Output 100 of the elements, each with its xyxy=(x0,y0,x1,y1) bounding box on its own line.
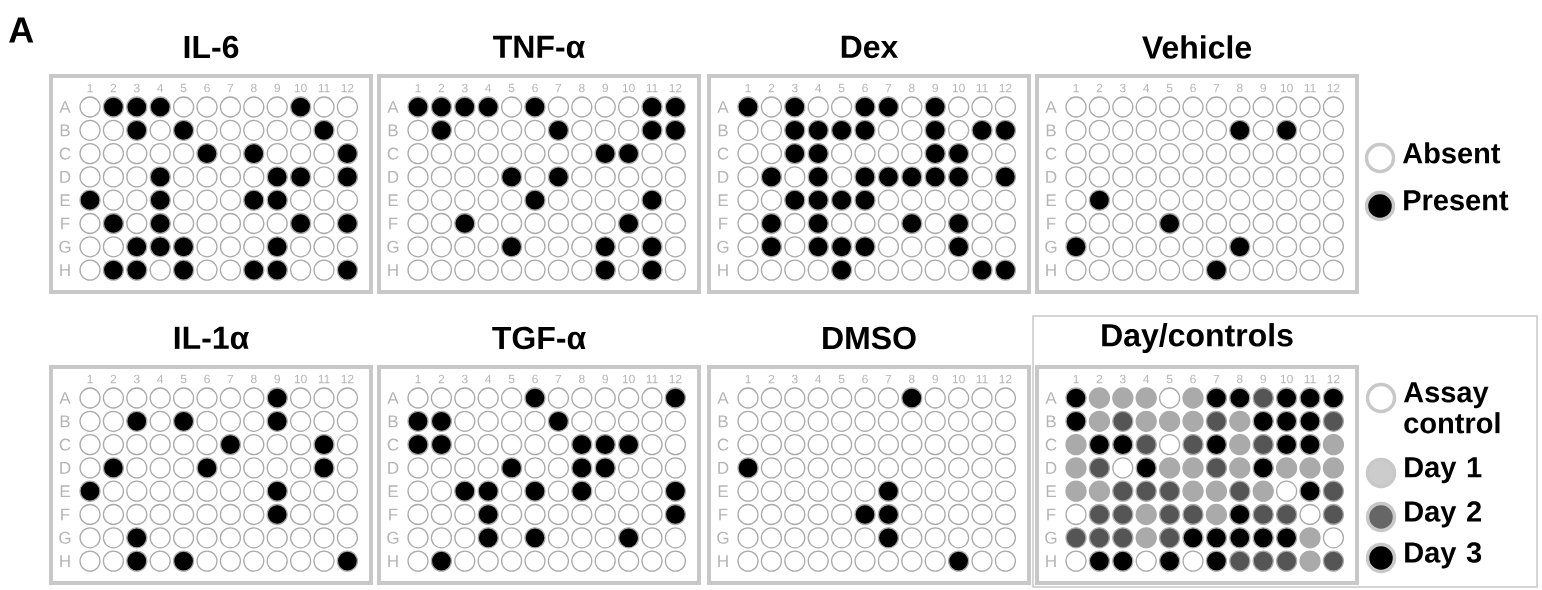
column-number: 3 xyxy=(133,374,140,384)
column-number: 1 xyxy=(745,374,751,384)
column-number: 8 xyxy=(579,83,585,93)
column-number: 8 xyxy=(909,374,915,384)
row-letter: A xyxy=(717,392,729,404)
row-letter: D xyxy=(388,171,399,183)
column-number: 7 xyxy=(227,83,234,93)
column-number: 9 xyxy=(932,83,938,93)
row-letter: H xyxy=(60,264,70,276)
column-number: 1 xyxy=(1073,374,1079,384)
row-letter: F xyxy=(61,217,70,230)
row-letter: F xyxy=(1047,508,1056,521)
row-letter: C xyxy=(387,438,399,451)
column-number: 7 xyxy=(885,83,892,93)
column-number: 10 xyxy=(952,374,965,384)
row-letter: C xyxy=(1045,438,1057,451)
column-number: 9 xyxy=(602,83,608,93)
row-letter: B xyxy=(60,124,70,137)
row-letter: E xyxy=(718,485,728,498)
legend-label: Present xyxy=(1404,190,1509,211)
column-number: 5 xyxy=(838,374,845,384)
column-number: 6 xyxy=(204,83,210,93)
column-number: 7 xyxy=(1213,83,1220,93)
row-letter: F xyxy=(61,508,70,521)
column-number: 9 xyxy=(1260,374,1266,384)
row-letter: E xyxy=(388,194,398,207)
row-letter: A xyxy=(59,392,71,404)
legend-label: Absent xyxy=(1402,142,1501,164)
row-letter: G xyxy=(59,531,71,544)
row-letter: F xyxy=(389,508,398,521)
column-number: 11 xyxy=(646,83,658,93)
node-label: Vehicle xyxy=(1142,35,1252,59)
column-number: 2 xyxy=(768,374,775,384)
column-number: 4 xyxy=(485,83,492,93)
column-number: 3 xyxy=(1119,83,1126,93)
row-letter: A xyxy=(717,101,729,113)
row-letter: H xyxy=(718,555,728,567)
row-letter: H xyxy=(1046,264,1056,276)
row-letter: H xyxy=(388,555,398,567)
column-number: 8 xyxy=(251,83,257,93)
column-number: 11 xyxy=(976,374,988,384)
column-number: 10 xyxy=(294,83,307,93)
column-number: 7 xyxy=(555,374,562,384)
column-number: 9 xyxy=(602,374,608,384)
column-number: 11 xyxy=(646,374,658,384)
column-number: 8 xyxy=(1237,83,1243,93)
row-letter: A xyxy=(387,392,399,404)
column-number: 4 xyxy=(157,83,164,93)
column-number: 5 xyxy=(180,83,187,93)
row-letter: C xyxy=(59,147,71,160)
row-letter: A xyxy=(59,101,71,113)
row-letter: C xyxy=(1045,147,1057,160)
column-number: 1 xyxy=(415,83,421,93)
column-number: 2 xyxy=(438,83,445,93)
column-number: 9 xyxy=(274,374,280,384)
column-number: 11 xyxy=(318,83,330,93)
column-number: 12 xyxy=(1327,374,1340,384)
column-number: 2 xyxy=(768,83,775,93)
row-letter: D xyxy=(60,462,71,474)
column-number: 6 xyxy=(862,83,868,93)
row-letter: D xyxy=(1046,171,1057,183)
node-label: DMSO xyxy=(823,326,916,350)
row-letter: A xyxy=(1045,101,1057,113)
row-letter: E xyxy=(1046,194,1056,207)
column-number: 6 xyxy=(532,374,538,384)
row-letter: G xyxy=(717,240,729,253)
column-number: 4 xyxy=(1143,374,1150,384)
column-number: 3 xyxy=(461,374,468,384)
column-number: 12 xyxy=(341,374,354,384)
column-number: 7 xyxy=(227,374,234,384)
column-number: 5 xyxy=(838,83,845,93)
column-number: 8 xyxy=(909,83,915,93)
row-letter: F xyxy=(1047,217,1056,230)
column-number: 5 xyxy=(180,374,187,384)
row-letter: C xyxy=(387,147,399,160)
row-letter: C xyxy=(717,438,729,451)
column-number: 4 xyxy=(815,83,822,93)
row-letter: E xyxy=(388,485,398,498)
column-number: 12 xyxy=(669,374,682,384)
column-number: 3 xyxy=(791,83,798,93)
node-label: TGF-α xyxy=(492,326,586,350)
row-letter: G xyxy=(717,531,729,544)
column-number: 8 xyxy=(251,374,257,384)
column-number: 2 xyxy=(110,374,117,384)
row-letter: D xyxy=(1046,462,1057,474)
column-number: 12 xyxy=(999,374,1012,384)
column-number: 10 xyxy=(622,374,635,384)
node-label: IL-1α xyxy=(174,326,249,350)
column-number: 11 xyxy=(1304,374,1316,384)
column-number: 3 xyxy=(461,83,468,93)
column-number: 11 xyxy=(1304,83,1316,93)
column-number: 4 xyxy=(157,374,164,384)
node-label: TNF-α xyxy=(493,35,585,59)
column-number: 9 xyxy=(932,374,938,384)
row-letter: H xyxy=(60,555,70,567)
column-number: 6 xyxy=(1190,83,1196,93)
row-letter: G xyxy=(59,240,71,253)
column-number: 10 xyxy=(952,83,965,93)
legend-label: Day 2 xyxy=(1405,501,1481,528)
column-number: 2 xyxy=(438,374,445,384)
